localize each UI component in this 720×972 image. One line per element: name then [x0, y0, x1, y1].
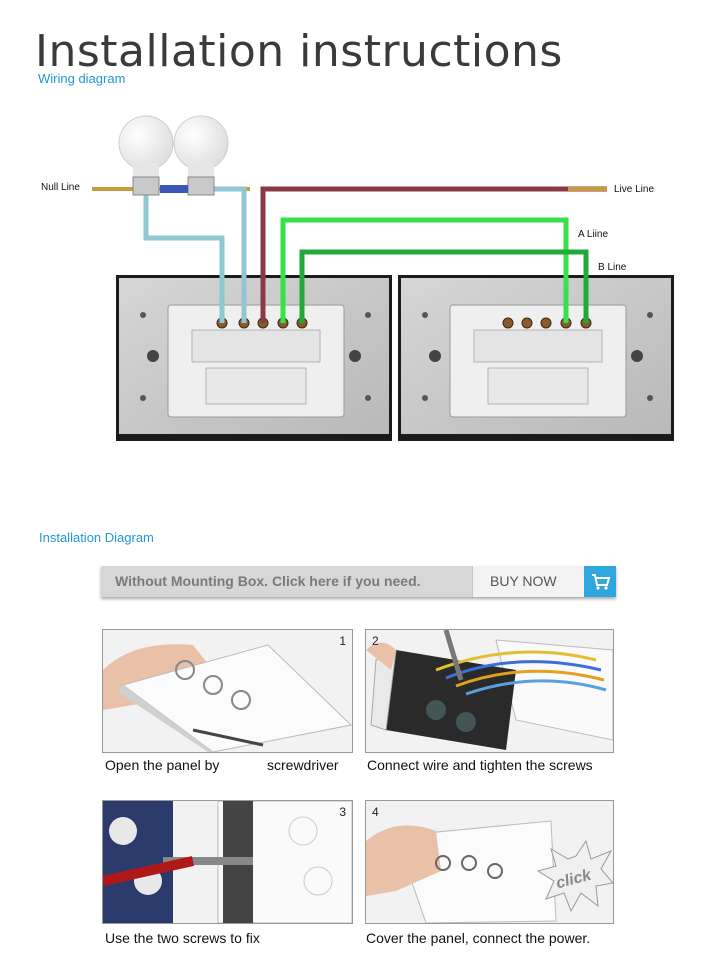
wiring-diagram-subtitle: Wiring diagram: [38, 71, 126, 86]
step-3-caption: Use the two screws to fix: [105, 930, 260, 946]
wiring-diagram: [92, 115, 674, 441]
step-number: 4: [372, 805, 379, 819]
live-line-label: Live Line: [614, 184, 655, 195]
live-line-wire: [260, 186, 607, 323]
light-bulb-icon-left: [118, 115, 174, 196]
switch-back-plate-right: [398, 275, 674, 441]
step-1-caption-a: Open the panel by: [105, 757, 220, 773]
b-line-label: B Line: [598, 262, 627, 273]
step-number: 1: [339, 634, 346, 648]
step-4-caption: Cover the panel, connect the power.: [366, 930, 591, 946]
installation-diagram-heading: Installation Diagram: [39, 530, 154, 545]
switch-back-plate-left: [116, 275, 392, 441]
buy-banner[interactable]: Without Mounting Box. Click here if you …: [101, 566, 616, 597]
click-burst-icon: [536, 839, 613, 913]
step-1-photo: 1: [102, 629, 353, 753]
b-line-wire: [299, 249, 589, 323]
page-title: Installation instructions: [35, 26, 563, 77]
null-line-label: Null Line: [41, 182, 80, 193]
step-number: 3: [339, 805, 346, 819]
step-4-photo: 4 click: [365, 800, 614, 924]
step-number: 2: [372, 634, 379, 648]
shopping-cart-icon[interactable]: [584, 566, 616, 597]
buy-now-label: BUY NOW: [490, 573, 557, 589]
a-line-wire: [280, 217, 569, 323]
step-3-photo: 3: [102, 800, 353, 924]
step-1-caption-b: screwdriver: [267, 757, 339, 773]
step-2-caption: Connect wire and tighten the screws: [367, 757, 593, 773]
light-bulb-icon-right: [173, 115, 229, 196]
buy-now-button[interactable]: BUY NOW: [472, 566, 584, 597]
banner-link-text[interactable]: Without Mounting Box. Click here if you …: [115, 573, 421, 589]
step-2-photo: 2: [365, 629, 614, 753]
a-line-label: A Liine: [578, 229, 609, 240]
